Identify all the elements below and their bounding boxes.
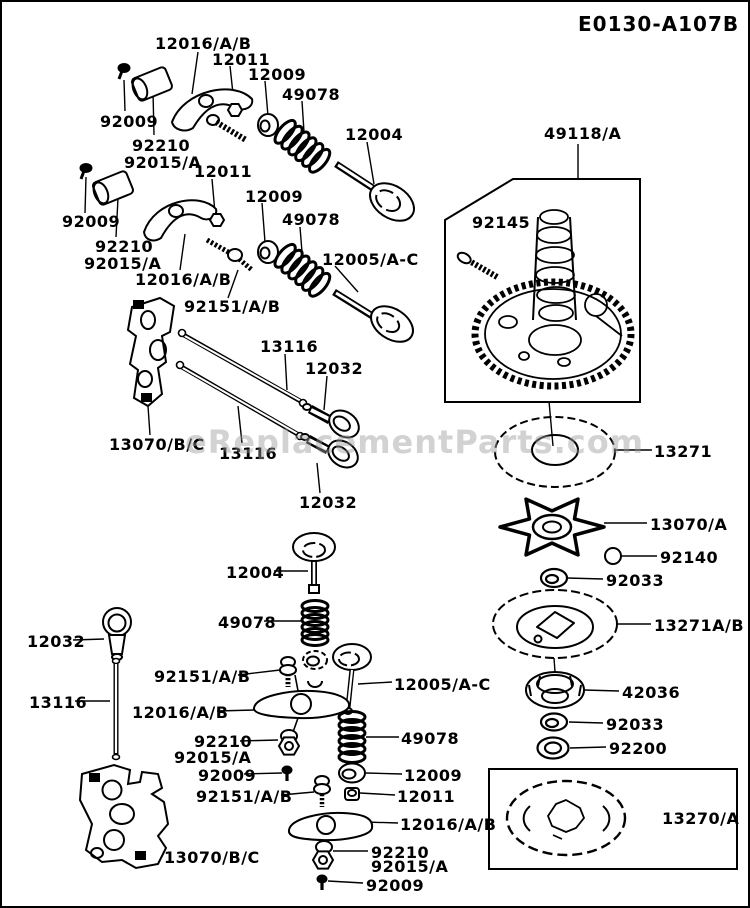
- part-label: 92009: [62, 212, 121, 231]
- part-label: 92033: [606, 715, 665, 734]
- part-label: 49078: [282, 85, 341, 104]
- part-label: 12016/A/B: [400, 815, 497, 834]
- valve-spring-bottom-1: [302, 601, 328, 646]
- part-label: 92009: [198, 766, 257, 785]
- dished-washer-13271AB: [493, 590, 617, 658]
- part-label: 42036: [622, 683, 681, 702]
- rocker-arm-bottom-2: [289, 813, 372, 890]
- rocker-arm-bottom-1: [254, 675, 349, 781]
- part-label: 12016/A/B: [132, 703, 229, 722]
- camshaft-pin-icon: [456, 251, 501, 282]
- snap-ring-92033-b: [541, 714, 567, 731]
- part-label: 92033: [606, 571, 665, 590]
- part-label: 49078: [218, 613, 277, 632]
- part-label: 12009: [248, 65, 307, 84]
- part-label: 12032: [27, 632, 86, 651]
- plate-washer-13271: [495, 417, 615, 487]
- part-label: 12005/A-C: [322, 250, 419, 269]
- part-label: 13270/A: [662, 809, 740, 828]
- part-label: 49078: [401, 729, 460, 748]
- part-label: 92015/A: [371, 857, 449, 876]
- rocker-assembly-2: [81, 164, 420, 349]
- part-label: 92009: [366, 876, 425, 895]
- part-label: 13271A/B: [654, 616, 745, 635]
- part-label: 12011: [212, 50, 271, 69]
- valve-spring-bottom-2: [339, 712, 365, 763]
- diagram-code: E0130-A107B: [578, 12, 740, 36]
- part-label: 12004: [345, 125, 404, 144]
- camshaft-gear: [475, 210, 631, 386]
- part-label: 92151/A/B: [184, 297, 281, 316]
- adjust-screw-92151-c: [280, 657, 296, 687]
- plate-box-13270A: [489, 769, 737, 869]
- part-label: 12032: [305, 359, 364, 378]
- valve-spring-icon: [272, 241, 334, 299]
- part-label: 92210: [132, 136, 191, 155]
- part-label: 92015/A: [84, 254, 162, 273]
- part-label: 12009: [245, 187, 304, 206]
- part-label: 12005/A-C: [394, 675, 491, 694]
- valve-lifters-top: [301, 404, 364, 473]
- part-label: 92015/A: [124, 153, 202, 172]
- spring-retainer-12009-c: [339, 764, 365, 801]
- part-label: 13070/A: [650, 515, 728, 534]
- part-label: 92015/A: [174, 748, 252, 767]
- leader-lines: [73, 52, 659, 883]
- part-label: 13070/B/C: [164, 848, 260, 867]
- part-label: 92210: [371, 843, 430, 862]
- part-label: 13116: [219, 444, 278, 463]
- part-label: 13070/B/C: [109, 435, 205, 454]
- valve-lifter-bottom: [103, 608, 131, 660]
- part-label: 12016/A/B: [135, 270, 232, 289]
- part-label: 12016/A/B: [155, 34, 252, 53]
- adjust-screw-92151-d: [314, 776, 330, 807]
- part-label: 12009: [404, 766, 463, 785]
- part-label: 92009: [100, 112, 159, 131]
- part-label: 92151/A/B: [154, 667, 251, 686]
- part-label: 49118/A: [544, 124, 622, 143]
- camshaft-assembly-box: [445, 179, 640, 402]
- guide-star-13070A: [500, 499, 604, 555]
- part-label: 12004: [226, 563, 285, 582]
- valve-guide-plate-top: [128, 298, 174, 406]
- part-label: 12011: [194, 162, 253, 181]
- part-label: 92145: [472, 213, 531, 232]
- retainer-mid: [303, 651, 327, 687]
- part-label: 92210: [194, 732, 253, 751]
- valve-12005-bottom: [333, 644, 371, 714]
- part-label: 13271: [654, 442, 713, 461]
- part-label: 13116: [260, 337, 319, 356]
- part-label: 92200: [609, 739, 668, 758]
- part-label: 13116: [29, 693, 88, 712]
- part-label: 92151/A/B: [196, 787, 293, 806]
- rocker-assembly-1: [119, 64, 421, 228]
- ball-92140: [605, 548, 621, 564]
- valve-guide-plate-bottom: [80, 765, 168, 868]
- push-rods-top: [177, 330, 307, 440]
- snap-ring-92033-a: [541, 569, 567, 587]
- push-rod-bottom: [113, 659, 120, 760]
- part-label: 49078: [282, 210, 341, 229]
- part-label: 92210: [95, 237, 154, 256]
- valve-spring-icon: [272, 117, 334, 175]
- washer-92200: [538, 738, 569, 759]
- part-label: 92140: [660, 548, 719, 567]
- sleeve-42036: [526, 672, 584, 708]
- valve-12004-bottom: [293, 533, 335, 593]
- part-label: 12032: [299, 493, 358, 512]
- part-label: 12011: [397, 787, 456, 806]
